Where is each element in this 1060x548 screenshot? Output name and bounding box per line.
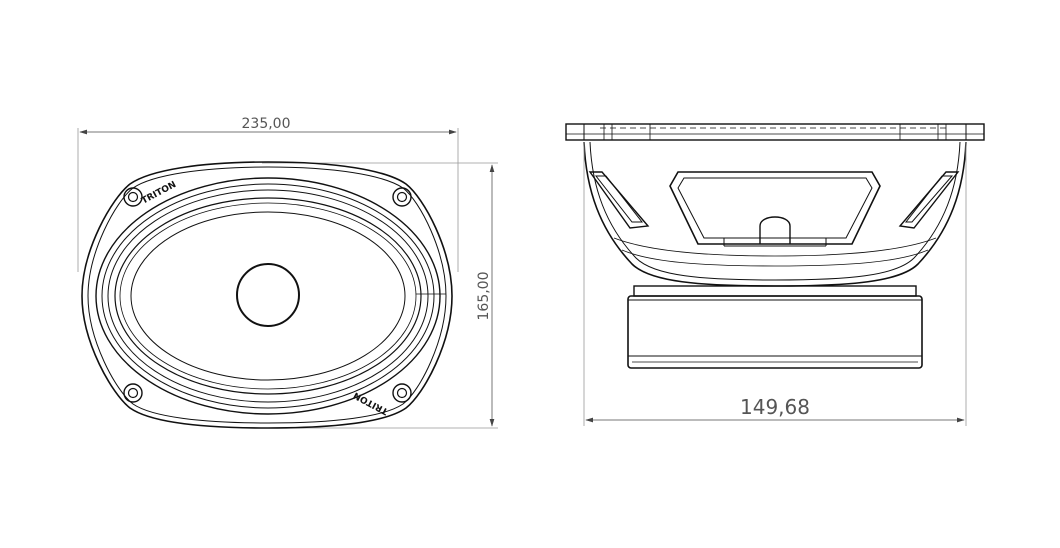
cone-outer-ring — [95, 177, 441, 415]
mounting-hole-bottom-left — [123, 383, 143, 403]
brand-logo-top: TRITON — [140, 180, 178, 207]
mounting-hole-top-right — [392, 187, 412, 207]
width-dimension: 235,00 — [77, 116, 459, 272]
height-dimension: 165,00 — [262, 162, 498, 429]
side-view: 149,68 — [565, 123, 985, 426]
magnet-assembly — [627, 285, 923, 369]
speaker-basket — [583, 141, 967, 287]
height-dimension-label: 165,00 — [476, 272, 492, 321]
front-view: 235,00 165,00 — [77, 116, 498, 429]
mounting-hole-top-left — [123, 187, 143, 207]
mounting-hole-bottom-right — [392, 383, 412, 403]
mounting-flange — [565, 123, 985, 141]
width-dimension-label: 235,00 — [242, 116, 291, 132]
depth-dimension-label: 149,68 — [740, 395, 810, 419]
speaker-frame-outline — [81, 161, 453, 429]
dust-cap — [236, 263, 300, 327]
brand-logo-bottom: TRITON — [352, 389, 390, 416]
depth-dimension: 149,68 — [583, 142, 967, 426]
